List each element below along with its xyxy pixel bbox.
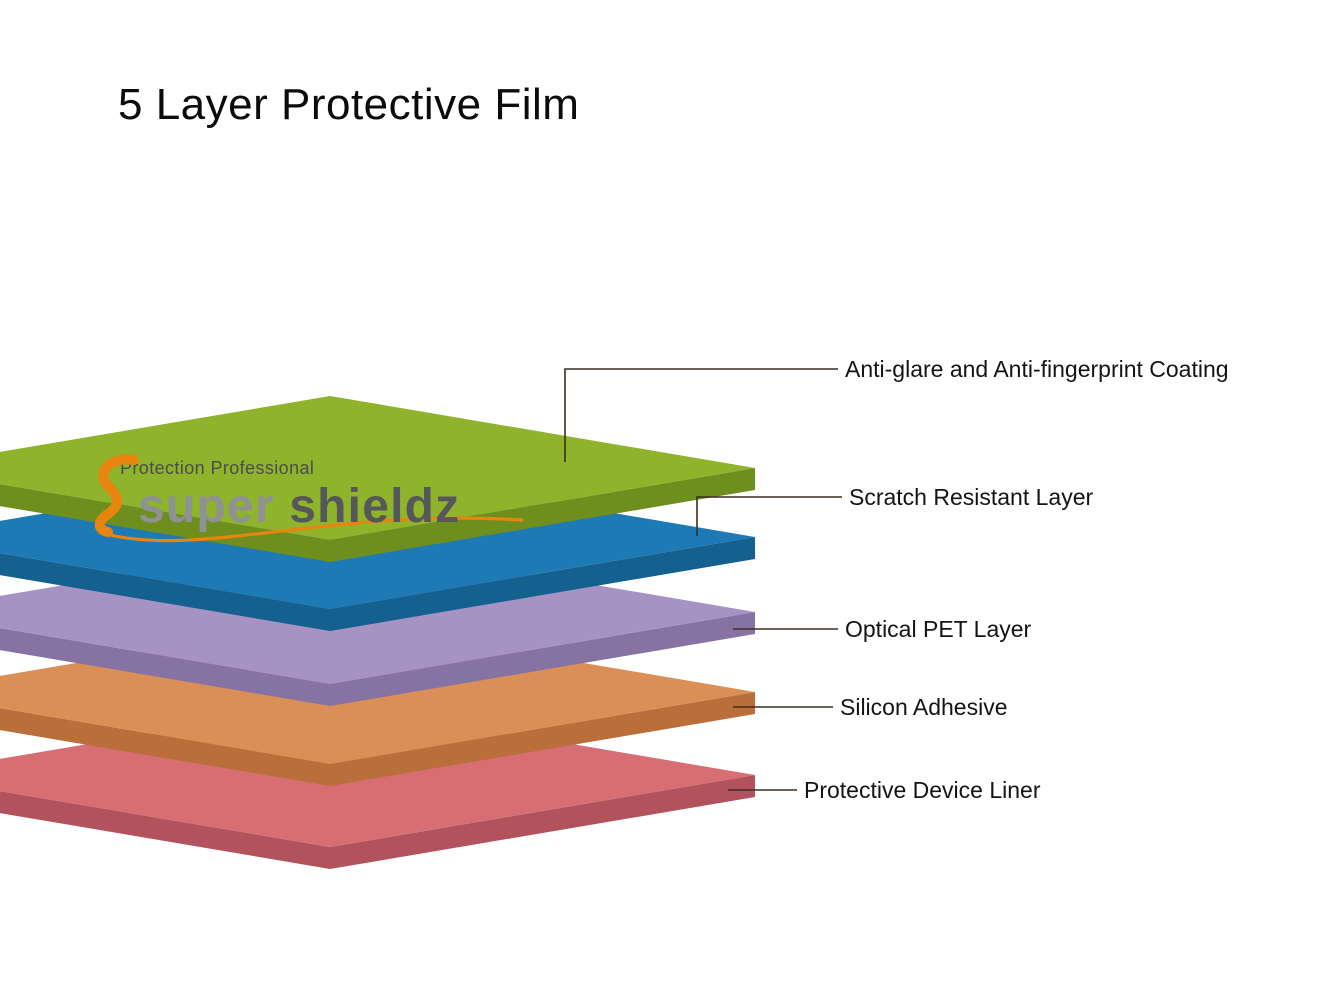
layer-top-face bbox=[0, 396, 755, 540]
layer-edge-face bbox=[0, 775, 755, 869]
layer-edge-face bbox=[0, 612, 755, 706]
callout-line-anti-glare bbox=[564, 368, 838, 462]
layer-label-optical-pet: Optical PET Layer bbox=[845, 616, 1032, 642]
callout-device-liner: Protective Device Liner bbox=[728, 777, 1041, 803]
callout-anti-glare: Anti-glare and Anti-fingerprint Coating bbox=[564, 356, 1229, 462]
layer-label-device-liner: Protective Device Liner bbox=[804, 777, 1041, 803]
logo-text-super: super bbox=[138, 480, 275, 533]
brand-logo: Protection Professional super shieldz bbox=[94, 454, 524, 543]
logo-underline-swoosh-icon bbox=[104, 516, 524, 543]
logo-s-swoosh-icon bbox=[94, 454, 139, 537]
layer-label-silicon-adhesive: Silicon Adhesive bbox=[840, 694, 1008, 720]
layer-edge-face bbox=[0, 692, 755, 786]
layer-anti-glare-coating: Protection Professional super shieldz bbox=[0, 396, 755, 562]
callout-line-scratch-resistant bbox=[696, 496, 842, 536]
logo-text-shieldz: shieldz bbox=[289, 480, 460, 533]
callout-scratch-resistant: Scratch Resistant Layer bbox=[696, 484, 1094, 536]
layer-edge-face bbox=[0, 468, 755, 562]
layer-label-scratch-resistant: Scratch Resistant Layer bbox=[849, 484, 1094, 510]
layer-label-anti-glare: Anti-glare and Anti-fingerprint Coating bbox=[845, 356, 1229, 382]
logo-tagline: Protection Professional bbox=[120, 458, 314, 478]
callout-silicon-adhesive: Silicon Adhesive bbox=[733, 694, 1008, 720]
callout-optical-pet: Optical PET Layer bbox=[733, 616, 1032, 642]
page-title: 5 Layer Protective Film bbox=[118, 80, 579, 129]
logo-wordmark: super shieldz bbox=[138, 480, 460, 533]
layer-edge-face bbox=[0, 537, 755, 631]
